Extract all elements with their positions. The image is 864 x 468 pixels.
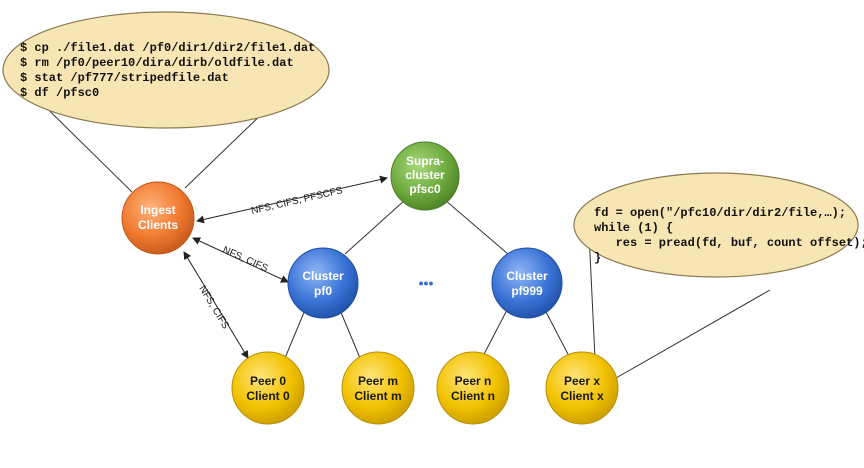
arrow-ingest-peer <box>183 251 249 359</box>
edge-supra-cluster-pf999 <box>444 199 509 255</box>
svg-text:Client m: Client m <box>354 389 401 403</box>
svg-text:Peer m: Peer m <box>358 374 398 388</box>
svg-text:Clients: Clients <box>138 218 178 232</box>
node-peern-clientn: Peer n Client n <box>436 351 510 425</box>
callout-pointer-peer-right <box>615 289 771 379</box>
peer-code-line-4: } <box>594 251 601 265</box>
label-ingest-supra-protocols: NFS, CIFS, PFSCFS <box>250 185 344 217</box>
node-cluster-pf999: Cluster pf999 <box>491 247 563 319</box>
svg-text:Client x: Client x <box>560 389 604 403</box>
edge-supra-cluster-pf0 <box>344 199 406 255</box>
svg-text:Cluster: Cluster <box>302 269 344 283</box>
ingest-command-callout <box>2 11 330 129</box>
svg-text:pfsc0: pfsc0 <box>409 182 441 196</box>
label-ingest-peer-protocols: NFS, CIFS <box>196 284 230 331</box>
svg-text:pf0: pf0 <box>314 284 332 298</box>
peer-code-line-2: while (1) { <box>594 221 673 235</box>
node-peerx-clientx: Peer x Client x <box>545 351 619 425</box>
ingest-command-line-2: $ rm /pf0/peer10/dira/dirb/oldfile.dat <box>20 56 294 70</box>
edge-pf0-peerm <box>339 309 361 359</box>
ingest-command-line-3: $ stat /pf777/stripedfile.dat <box>20 71 229 85</box>
label-ingest-cluster-protocols: NFS, CIFS <box>221 245 270 275</box>
node-peer0-client0: Peer 0 Client 0 <box>231 351 305 425</box>
arrow-ingest-supra <box>196 175 388 224</box>
callout-pointer-ingest-right <box>184 107 269 189</box>
svg-text:Cluster: Cluster <box>506 269 548 283</box>
svg-text:Ingest: Ingest <box>140 203 175 217</box>
ingest-command-line-1: $ cp ./file1.dat /pf0/dir1/dir2/file1.da… <box>20 41 315 55</box>
cluster-ellipsis: ••• <box>419 275 434 291</box>
edge-pf999-peerx <box>544 309 571 359</box>
node-cluster-pf0: Cluster pf0 <box>287 247 359 319</box>
edge-pf999-peern <box>481 309 508 359</box>
svg-text:cluster: cluster <box>405 168 445 182</box>
svg-text:Peer n: Peer n <box>455 374 492 388</box>
svg-text:Client 0: Client 0 <box>246 389 290 403</box>
peer-code-callout <box>573 172 859 278</box>
svg-text:Peer 0: Peer 0 <box>250 374 286 388</box>
svg-text:Peer x: Peer x <box>564 374 600 388</box>
peer-code-line-3: res = pread(fd, buf, count offset); <box>594 236 864 250</box>
svg-text:Client n: Client n <box>451 389 495 403</box>
peer-code-line-1: fd = open("/pfc10/dir/dir2/file,…); <box>594 206 846 220</box>
node-ingest-clients: Ingest Clients <box>121 181 195 255</box>
svg-text:Supra-: Supra- <box>406 154 444 168</box>
ingest-command-line-4: $ df /pfsc0 <box>20 86 99 100</box>
node-peerm-clientm: Peer m Client m <box>341 351 415 425</box>
svg-text:pf999: pf999 <box>511 284 543 298</box>
node-supra-cluster: Supra- cluster pfsc0 <box>390 141 460 211</box>
edge-pf0-peer0 <box>284 309 306 359</box>
